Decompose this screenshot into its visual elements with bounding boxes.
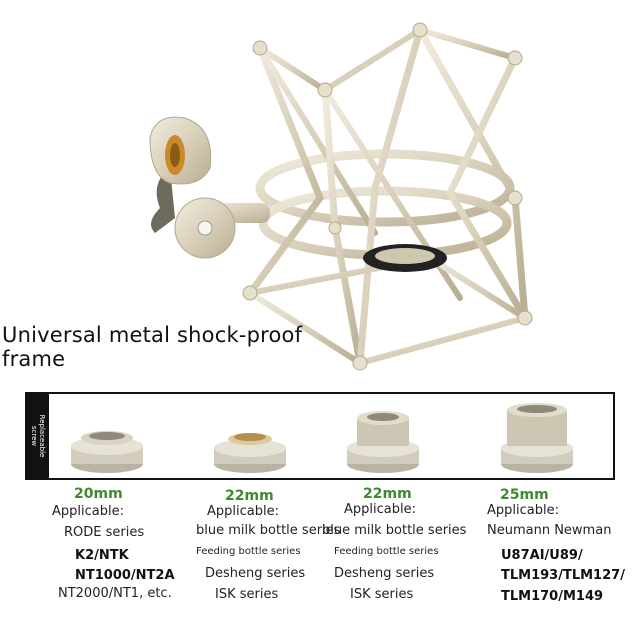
model-line-3-1: blue milk bottle series — [322, 523, 467, 538]
applicable-label-1: Applicable: — [52, 504, 124, 519]
screw-adapter-22mm-b — [347, 411, 419, 473]
model-line-3-3: Desheng series — [334, 566, 435, 581]
model-line-1-2: K2/NTK — [75, 548, 129, 563]
size-label-1: 20mm — [74, 486, 123, 502]
model-line-1-1: RODE series — [64, 525, 145, 540]
applicable-label-3: Applicable: — [344, 502, 416, 517]
headline-line-1: Universal metal shock-proof — [2, 323, 303, 347]
model-line-2-3: Desheng series — [205, 566, 306, 581]
applicable-label-4: Applicable: — [487, 503, 559, 518]
replaceable-screw-panel: Replaceable screw — [25, 392, 615, 480]
model-line-3-4: ISK series — [350, 587, 414, 602]
model-line-3-2: Feeding bottle series — [334, 546, 439, 557]
headline-line-2: frame — [2, 347, 66, 371]
screw-adapter-25mm — [501, 403, 573, 473]
model-line-2-1: blue milk bottle series — [196, 523, 341, 538]
screw-adapter-20mm — [71, 431, 143, 473]
model-line-1-3: NT1000/NT2A — [75, 568, 175, 583]
model-line-2-4: ISK series — [215, 587, 279, 602]
screw-adapter-22mm-a — [214, 433, 286, 473]
model-line-4-1: Neumann Newman — [487, 523, 612, 538]
model-line-2-2: Feeding bottle series — [196, 546, 301, 557]
side-label-tab: Replaceable screw — [27, 394, 49, 478]
size-label-2: 22mm — [225, 488, 274, 504]
model-line-4-2: U87AI/U89/ — [501, 548, 583, 563]
model-line-1-4: NT2000/NT1, etc. — [58, 586, 172, 601]
shock-mount-photo — [149, 22, 533, 371]
side-label-line-1: Replaceable — [38, 414, 46, 458]
size-label-3: 22mm — [363, 486, 412, 502]
size-label-4: 25mm — [500, 487, 549, 503]
model-line-4-3: TLM193/TLM127/ — [501, 568, 625, 583]
applicable-label-2: Applicable: — [207, 504, 279, 519]
model-line-4-4: TLM170/M149 — [501, 589, 604, 604]
side-label-line-2: screw — [30, 425, 38, 447]
